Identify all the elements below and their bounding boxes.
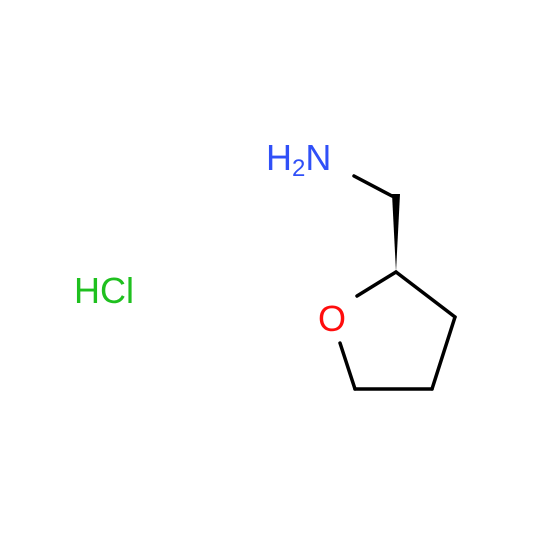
hcl-salt-label: HCl	[74, 270, 134, 311]
bond-c2-c3	[394, 270, 457, 319]
oxygen-label: O	[318, 298, 346, 339]
amine-label: H2N	[266, 137, 331, 182]
bond-group	[338, 174, 457, 391]
bond-n-ch2	[352, 174, 394, 198]
bond-c3-c4	[430, 315, 457, 391]
bond-c5-o	[338, 341, 357, 391]
bond-o-c2	[355, 270, 398, 298]
stereo-wedge-bond	[392, 194, 400, 272]
